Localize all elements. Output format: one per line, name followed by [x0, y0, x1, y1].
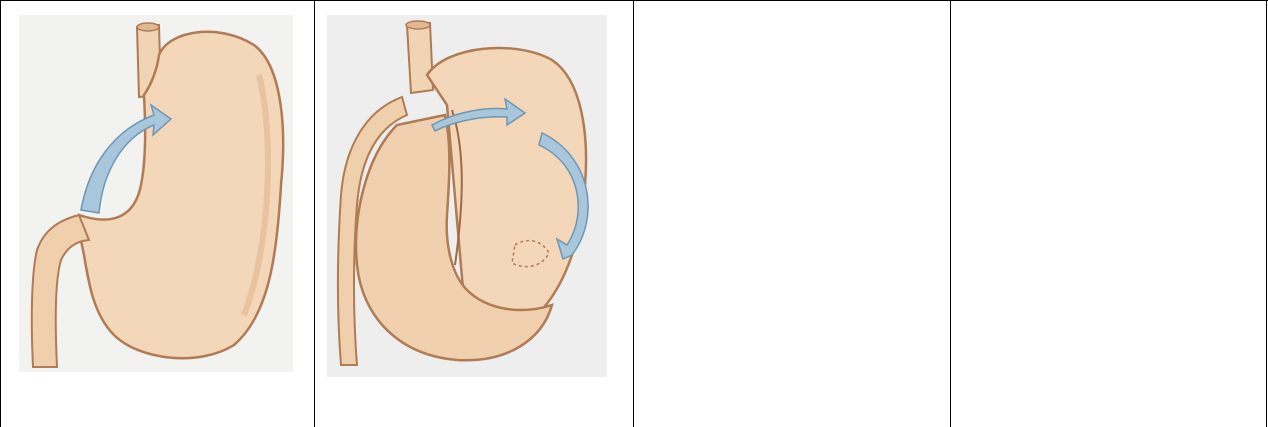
table-cell-2 [315, 1, 633, 427]
table-cell-4 [951, 1, 1266, 427]
stomach-drawing-1 [19, 15, 293, 372]
table-border-right [1266, 0, 1267, 427]
table-cell-1 [1, 1, 314, 427]
table-cell-3 [634, 1, 950, 427]
stomach-illustration-1 [19, 15, 293, 372]
stomach-illustration-2 [327, 15, 607, 377]
stomach-drawing-2 [327, 15, 607, 377]
